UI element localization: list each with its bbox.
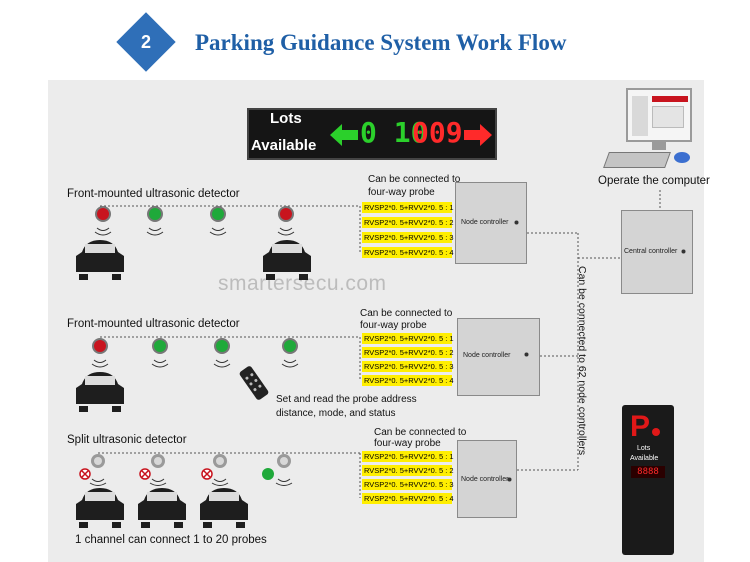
- central-controller-label: Central controller: [624, 248, 678, 255]
- sign-digits-red: 009: [412, 116, 463, 149]
- rvsp-row: RVSP2*0. 5+RVV2*0. 5 : 3: [362, 232, 454, 243]
- operate-computer-label: Operate the computer: [598, 175, 710, 187]
- car-icon: [76, 240, 124, 280]
- section2-probe-note-1: Can be connected to: [360, 308, 453, 319]
- kiosk-digits: 8888: [631, 466, 665, 478]
- computer-monitor-icon: [626, 88, 692, 142]
- lots-available-sign: [247, 108, 497, 160]
- remote-control-icon: [239, 366, 269, 400]
- split-probe-icon: [201, 454, 229, 486]
- remote-note-1: Set and read the probe address: [276, 394, 417, 405]
- section3-label: Split ultrasonic detector: [67, 434, 187, 446]
- car-icon: [200, 488, 248, 528]
- controller-indicator-icon: [507, 477, 512, 482]
- probe-red-icon: [91, 338, 109, 368]
- rvsp-row: RVSP2*0. 5+RVV2*0. 5 : 2: [362, 347, 454, 358]
- section1-probe-note-1: Can be connected to: [368, 174, 461, 185]
- section3-probe-note-1: Can be connected to: [374, 427, 467, 438]
- remote-note-2: distance, mode, and status: [276, 408, 396, 419]
- probe-green-icon: [281, 338, 299, 368]
- monitor-stand-icon: [652, 142, 666, 150]
- rvsp-row: RVSP2*0. 5+RVV2*0. 5 : 4: [362, 247, 454, 258]
- section2-label: Front-mounted ultrasonic detector: [67, 318, 240, 330]
- rvsp-row: RVSP2*0. 5+RVV2*0. 5 : 3: [362, 361, 454, 372]
- right-arrow-icon: [464, 124, 492, 146]
- rvsp-row: RVSP2*0. 5+RVV2*0. 5 : 1: [362, 333, 454, 344]
- kiosk-dot-icon: [652, 428, 660, 436]
- probe-green-icon: [151, 338, 169, 368]
- sign-lots-text: Lots: [270, 110, 302, 127]
- probe-red-icon: [277, 206, 295, 236]
- controller-indicator-icon: [681, 249, 686, 254]
- rvsp-row: RVSP2*0. 5+RVV2*0. 5 : 2: [362, 217, 454, 228]
- entrance-kiosk: [622, 405, 674, 555]
- rvsp-row: RVSP2*0. 5+RVV2*0. 5 : 2: [362, 465, 454, 476]
- watermark: smartersecu.com: [218, 272, 387, 295]
- vertical-note: Can be connected to 62 node controllers: [576, 266, 588, 456]
- left-arrow-icon: [330, 124, 358, 146]
- car-icon: [263, 240, 311, 280]
- probe-red-icon: [94, 206, 112, 236]
- section1-probe-note-2: four-way probe: [368, 187, 435, 198]
- car-icon: [138, 488, 186, 528]
- controller-indicator-icon: [524, 352, 529, 357]
- mouse-icon: [674, 152, 690, 163]
- sign-digits-green: 0 10: [360, 116, 428, 149]
- rvsp-row: RVSP2*0. 5+RVV2*0. 5 : 1: [362, 202, 454, 213]
- node-controller-box: [457, 318, 540, 396]
- page-title: Parking Guidance System Work Flow: [195, 30, 567, 55]
- section2-probe-note-2: four-way probe: [360, 320, 427, 331]
- section3-probe-note-2: four-way probe: [374, 438, 441, 449]
- kiosk-available-text: Available: [630, 455, 659, 462]
- central-controller-box: [621, 210, 693, 294]
- channel-note: 1 channel can connect 1 to 20 probes: [75, 534, 267, 546]
- probe-green-icon: [146, 206, 164, 236]
- rvsp-row: RVSP2*0. 5+RVV2*0. 5 : 4: [362, 493, 454, 504]
- kiosk-p-letter: P: [630, 410, 651, 443]
- node-controller-box: [457, 440, 517, 518]
- probe-green-icon: [209, 206, 227, 236]
- split-probe-icon: [139, 454, 167, 486]
- node-controller-label: Node controller: [463, 352, 511, 359]
- rvsp-row: RVSP2*0. 5+RVV2*0. 5 : 3: [362, 479, 454, 490]
- controller-indicator-icon: [514, 220, 519, 225]
- car-icon: [76, 372, 124, 412]
- sign-available-text: Available: [251, 137, 317, 154]
- probe-green-icon: [213, 338, 231, 368]
- car-icon: [76, 488, 124, 528]
- kiosk-lots-text: Lots: [637, 445, 651, 452]
- rvsp-row: RVSP2*0. 5+RVV2*0. 5 : 1: [362, 451, 454, 462]
- rvsp-row: RVSP2*0. 5+RVV2*0. 5 : 4: [362, 375, 454, 386]
- split-probe-icon: [79, 454, 107, 486]
- keyboard-icon: [603, 152, 671, 168]
- node-controller-label: Node controller: [461, 219, 509, 226]
- node-controller-label: Node controller: [461, 476, 509, 483]
- split-probe-icon: [262, 454, 293, 486]
- section1-label: Front-mounted ultrasonic detector: [67, 188, 240, 200]
- step-number: 2: [140, 32, 151, 52]
